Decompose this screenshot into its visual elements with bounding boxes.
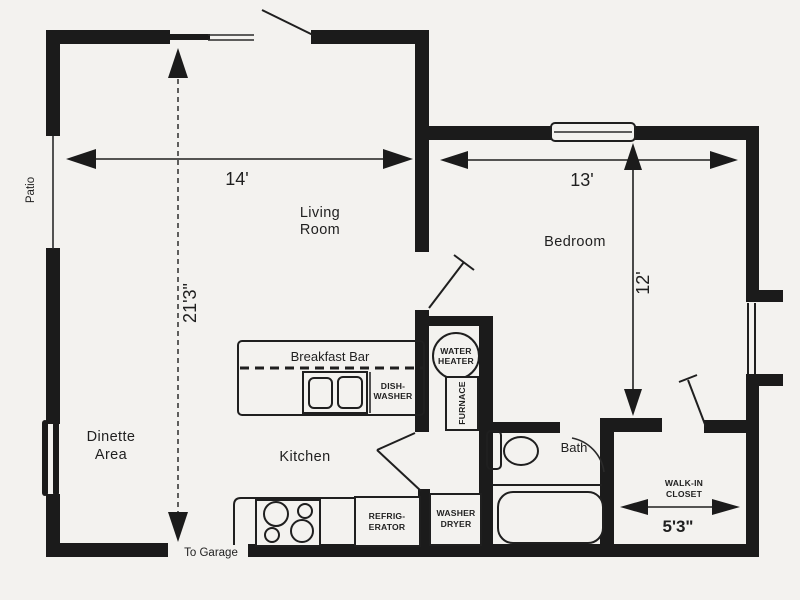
kitchen-door: [376, 432, 416, 451]
bedroom-label: Bedroom: [544, 234, 606, 250]
wall-segment: [490, 422, 560, 433]
fixture-labels: Breakfast Bar DISH- WASHER WATER HEATER …: [291, 346, 476, 532]
dimension-living-width: 14': [66, 149, 413, 189]
arrowhead: [710, 151, 738, 169]
living-room-label-line2: Room: [300, 222, 340, 238]
dinette-label-line1: Dinette: [87, 429, 136, 445]
annotation-labels: To Garage: [184, 547, 238, 559]
room-labels: Patio Living Room Bedroom Dinette Area K…: [25, 177, 703, 499]
toilet-bowl: [503, 436, 539, 466]
stove-burner: [263, 501, 289, 527]
dimension-overall-depth: 21'3": [168, 48, 200, 542]
stove-burner: [297, 503, 313, 519]
bath-label: Bath: [561, 440, 588, 455]
water-heater-label-line2: HEATER: [438, 356, 474, 366]
wall-segment: [633, 126, 759, 140]
interior-walls: [415, 30, 748, 550]
wall-segment: [600, 418, 662, 432]
toilet-tank: [486, 430, 502, 470]
wall-sill: [746, 290, 783, 302]
wall-segment: [704, 420, 748, 433]
wall-segment: [166, 34, 210, 40]
dim-living-width-label: 14': [225, 169, 248, 189]
wall-segment: [46, 248, 60, 424]
dishwasher-label-line1: DISH-: [381, 381, 405, 391]
doors: [261, 9, 707, 492]
wall-segment: [46, 30, 60, 136]
arrowhead: [168, 512, 188, 542]
washer-dryer-box: [429, 493, 482, 546]
wall-segment: [311, 30, 428, 44]
dim-closet-width-label: 5'3": [662, 517, 693, 536]
arrowhead: [712, 499, 740, 515]
stove-burner: [264, 527, 280, 543]
wall-segment: [46, 494, 60, 557]
dim-bedroom-depth-label: 12': [633, 271, 653, 294]
utility-fixtures: [432, 332, 480, 431]
arrowhead: [168, 48, 188, 78]
wall-segment: [415, 30, 429, 252]
dinette-label-line2: Area: [95, 447, 128, 463]
closet-door: [687, 379, 707, 428]
arrowhead: [440, 151, 468, 169]
dim-overall-depth-label: 21'3": [180, 283, 200, 323]
bedroom-door-stop: [453, 254, 475, 271]
wall-segment: [746, 126, 759, 296]
living-room-label-line1: Living: [300, 205, 340, 221]
bath-door-arc: [571, 437, 605, 473]
dimension-bedroom-width: 13': [440, 151, 738, 190]
to-garage-label: To Garage: [184, 547, 238, 559]
entry-door: [261, 9, 314, 36]
bathtub: [497, 491, 604, 544]
wall-sill: [746, 374, 783, 386]
water-heater-label-line1: WATER: [440, 346, 472, 356]
refrigerator-label-line2: ERATOR: [369, 522, 406, 532]
windows: [42, 122, 756, 496]
sink-basin: [308, 377, 333, 409]
wall-segment: [46, 30, 170, 44]
wall-segment: [248, 544, 759, 557]
arrowhead: [383, 149, 413, 169]
arrowhead: [66, 149, 96, 169]
bedroom-door: [428, 261, 465, 309]
arrowhead: [624, 389, 642, 416]
wall-segment: [424, 126, 553, 140]
dim-bedroom-width-label: 13': [570, 170, 593, 190]
breakfast-bar-outline: [237, 340, 425, 416]
dishwasher-label-line2: WASHER: [374, 391, 414, 401]
wall-segment: [746, 386, 759, 557]
wall-segment: [46, 543, 168, 557]
kitchen-door: [376, 449, 422, 492]
dinette-window: [42, 420, 48, 496]
dimension-bedroom-depth: 12': [624, 143, 653, 416]
sink-basin: [337, 376, 363, 409]
exterior-walls: [46, 30, 783, 557]
counter-outline: [233, 497, 355, 545]
walk-in-closet-label-line1: WALK-IN: [665, 478, 703, 488]
stove-burner: [290, 519, 314, 543]
closet-door-stop: [678, 374, 698, 383]
arrowhead: [624, 143, 642, 170]
dimension-closet-width: 5'3": [620, 499, 740, 536]
dinette-window: [53, 420, 59, 496]
bath-fixtures: [486, 430, 604, 544]
patio-label: Patio: [25, 177, 37, 203]
breakfast-bar-counter: [237, 340, 425, 416]
washer-dryer-label-line2: DRYER: [441, 519, 472, 529]
refrigerator-box: [354, 496, 421, 547]
refrigerator-label-line1: REFRIG-: [369, 511, 406, 521]
walk-in-closet-label-line2: CLOSET: [666, 489, 703, 499]
wall-segment: [429, 316, 489, 326]
furnace-box: [445, 376, 479, 431]
lower-counter: [233, 493, 482, 547]
kitchen-label: Kitchen: [279, 449, 330, 465]
breakfast-bar-label: Breakfast Bar: [291, 349, 370, 364]
washer-dryer-label-line1: WASHER: [437, 508, 477, 518]
wall-segment: [479, 316, 493, 548]
arrowhead: [620, 499, 648, 515]
furnace-label: FURNACE: [457, 381, 467, 424]
